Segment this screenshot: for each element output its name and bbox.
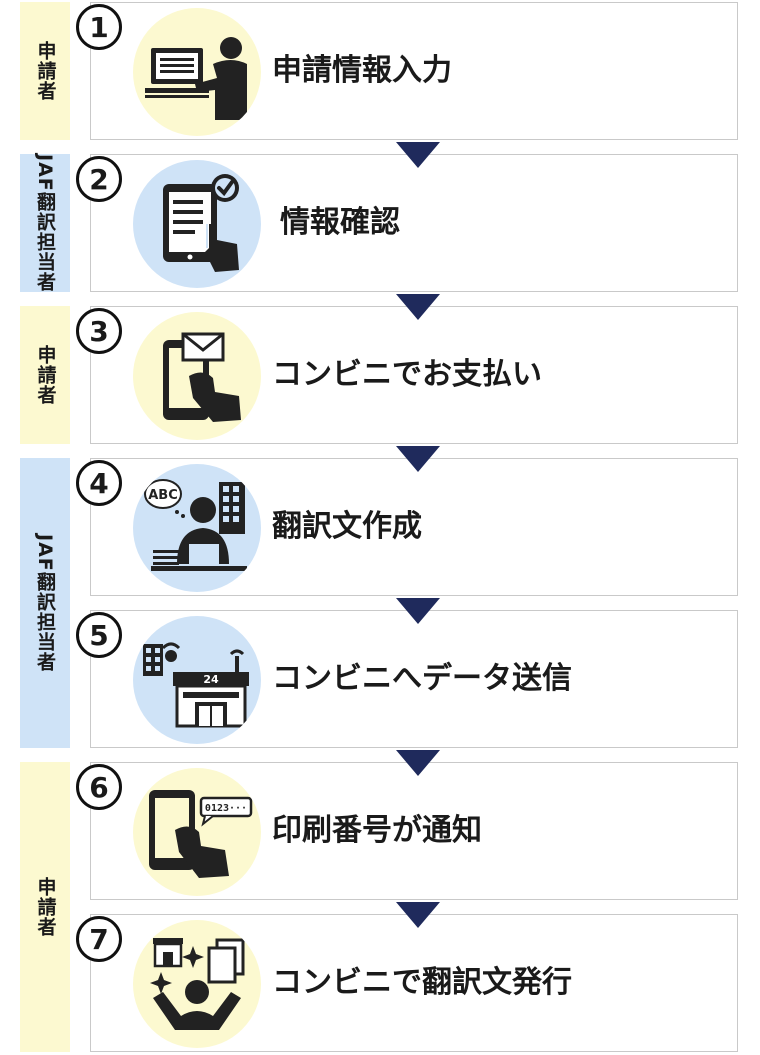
step-number-5: 5 <box>76 612 122 658</box>
role-jaf-1: JAF翻訳担当者 <box>20 154 70 292</box>
step-number-1: 1 <box>76 4 122 50</box>
step-number-3: 3 <box>76 308 122 354</box>
store-number-text: 24 <box>203 673 219 686</box>
abc-text: ABC <box>148 488 178 503</box>
step-number-4: 4 <box>76 460 122 506</box>
flow-arrow-6 <box>396 902 440 928</box>
step-number-6: 6 <box>76 764 122 810</box>
role-applicant-1: 申請者 <box>20 2 70 140</box>
person-document-issued-icon <box>133 920 261 1048</box>
phone-mail-icon <box>133 312 261 440</box>
step-label-7: コンビニで翻訳文発行 <box>272 965 572 1000</box>
role-applicant-3: 申請者 <box>20 762 70 1052</box>
flow-arrow-2 <box>396 294 440 320</box>
step-label-6: 印刷番号が通知 <box>272 813 482 848</box>
role-label: JAF翻訳担当者 <box>34 534 56 672</box>
step-label-2: 情報確認 <box>280 205 400 240</box>
flow-arrow-4 <box>396 598 440 624</box>
translator-desk-icon: ABC <box>133 464 261 592</box>
step-label-3: コンビニでお支払い <box>272 357 542 392</box>
role-label: 申請者 <box>34 345 57 405</box>
role-jaf-2: JAF翻訳担当者 <box>20 458 70 748</box>
role-label: 申請者 <box>34 877 57 937</box>
step-number-7: 7 <box>76 916 122 962</box>
convenience-store-signal-icon: 24 <box>133 616 261 744</box>
step-number-2: 2 <box>76 156 122 202</box>
role-label: JAF翻訳担当者 <box>34 154 56 292</box>
step-label-4: 翻訳文作成 <box>272 509 422 544</box>
computer-user-icon <box>133 8 261 136</box>
role-applicant-2: 申請者 <box>20 306 70 444</box>
flow-arrow-1 <box>396 142 440 168</box>
flow-arrow-3 <box>396 446 440 472</box>
step-label-5: コンビニへデータ送信 <box>272 661 572 696</box>
phone-notification-icon: 0123··· <box>133 768 261 896</box>
step-label-1: 申請情報入力 <box>272 53 452 88</box>
role-label: 申請者 <box>34 41 57 101</box>
flow-arrow-5 <box>396 750 440 776</box>
code-text: 0123··· <box>205 803 247 814</box>
tablet-check-icon <box>133 160 261 288</box>
